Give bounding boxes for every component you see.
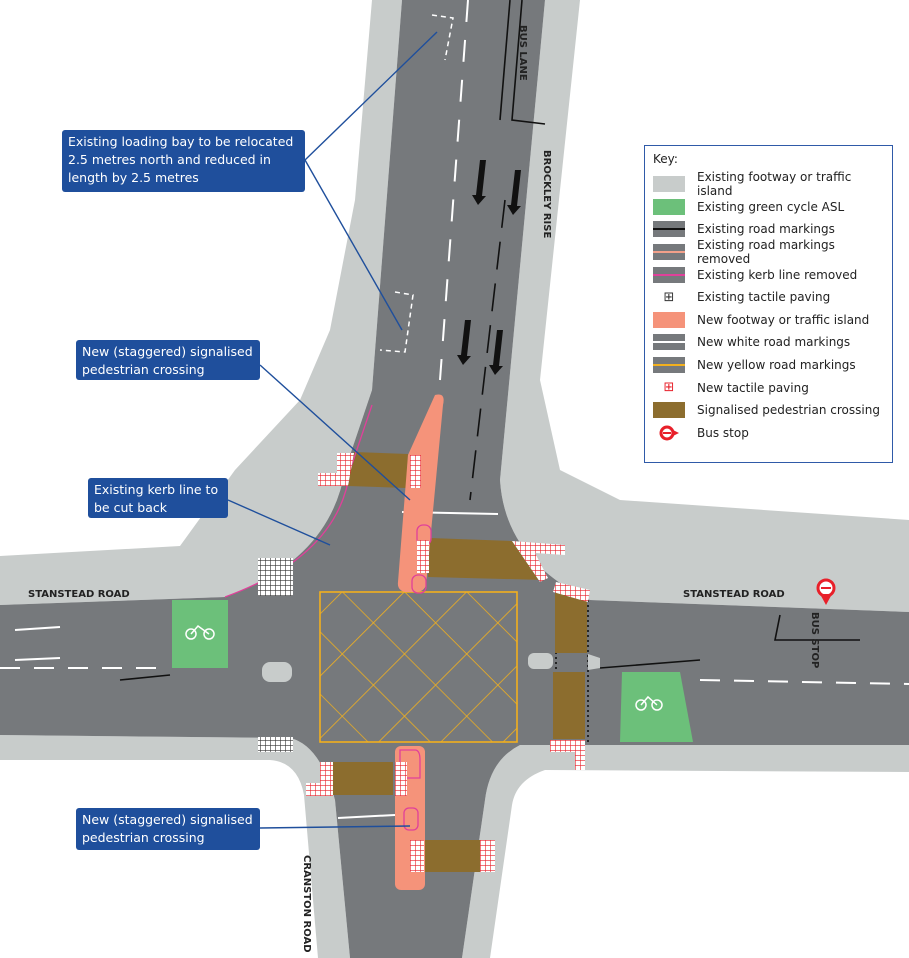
footway-nw	[0, 0, 402, 605]
key-swatch	[653, 176, 685, 193]
label-bus-lane: BUS LANE	[517, 25, 528, 81]
existing-road-markings	[119, 0, 860, 742]
crossing-north-west	[348, 452, 408, 488]
key-label: Existing footway or traffic island	[697, 170, 852, 199]
cycle-asl-east	[620, 672, 693, 742]
callout-leaders	[227, 31, 438, 829]
callout-crossing-south: New (staggered) signalised pedestrian cr…	[76, 808, 260, 850]
bus-stop-icon	[653, 425, 685, 441]
west-arrows	[14, 626, 61, 661]
callout-kerb-line: Existing kerb line to be cut back	[88, 478, 228, 518]
loading-bay	[379, 14, 454, 353]
new-island-north	[397, 394, 444, 592]
lane-arrows	[457, 160, 521, 375]
tactile-paving-icon: ⊞	[663, 289, 675, 305]
tactile-paving-icon: ⊞	[663, 380, 675, 396]
key-swatch	[653, 311, 685, 328]
key-item: Existing footway or traffic island	[653, 170, 884, 199]
key-item: Signalised pedestrian crossing	[653, 399, 884, 422]
key-swatch	[653, 334, 685, 351]
new-tactile-paving	[306, 453, 590, 872]
crossing-east-south	[553, 672, 585, 739]
key-label: Bus stop	[697, 425, 749, 440]
key-swatch	[653, 198, 685, 215]
label-brockley-rise: BROCKLEY RISE	[541, 150, 552, 238]
bicycle-icon	[185, 624, 663, 711]
key-label: Existing kerb line removed	[697, 267, 858, 282]
key-item: Existing road markings removed	[653, 238, 884, 267]
key-item: ⊞ Existing tactile paving	[653, 286, 884, 309]
crossing-south-east	[425, 840, 480, 872]
key-label: Existing tactile paving	[697, 290, 831, 305]
key-swatch	[653, 221, 685, 238]
yellow-box-junction	[319, 591, 518, 743]
label-stanstead-east: STANSTEAD ROAD	[683, 589, 785, 600]
key-item: Existing kerb line removed	[653, 263, 884, 286]
cycle-asl-west	[172, 600, 228, 668]
existing-tactile-paving	[258, 558, 293, 752]
footway-sw	[0, 735, 350, 958]
key-label: Signalised pedestrian crossing	[697, 403, 880, 418]
key-label: New yellow road markings	[697, 358, 856, 373]
label-stanstead-west: STANSTEAD ROAD	[28, 589, 130, 600]
key-swatch	[653, 357, 685, 374]
callout-loading-bay: Existing loading bay to be relocated 2.5…	[62, 130, 305, 192]
key-item: New yellow road markings	[653, 354, 884, 377]
key-item: New white road markings	[653, 331, 884, 354]
key-swatch	[653, 402, 685, 419]
footway-se	[462, 745, 909, 958]
key-item: Existing green cycle ASL	[653, 196, 884, 219]
key-swatch	[653, 266, 685, 283]
callout-crossing-north: New (staggered) signalised pedestrian cr…	[76, 340, 260, 380]
crossing-north-east	[428, 538, 545, 580]
signalised-crossings	[333, 452, 587, 872]
key-swatch	[653, 244, 685, 261]
key-label: New footway or traffic island	[697, 312, 870, 327]
label-bus-stop: BUS STOP	[809, 612, 820, 668]
key-item: ⊞ New tactile paving	[653, 376, 884, 399]
key-item: New footway or traffic island	[653, 309, 884, 332]
label-cranston-road: CRANSTON ROAD	[301, 855, 312, 953]
crossing-east-north	[555, 593, 587, 653]
key-title: Key:	[653, 152, 678, 166]
key-label: Existing green cycle ASL	[697, 199, 845, 214]
key-label: New white road markings	[697, 335, 851, 350]
key-label: Existing road markings removed	[697, 238, 835, 267]
key-item: Bus stop	[653, 422, 884, 445]
key-item: Existing road markings	[653, 218, 884, 241]
key-label: New tactile paving	[697, 380, 809, 395]
existing-islands	[262, 653, 600, 682]
bus-stop-icon	[816, 578, 836, 605]
crossing-south-west	[333, 762, 393, 795]
key-label: Existing road markings	[697, 222, 835, 237]
